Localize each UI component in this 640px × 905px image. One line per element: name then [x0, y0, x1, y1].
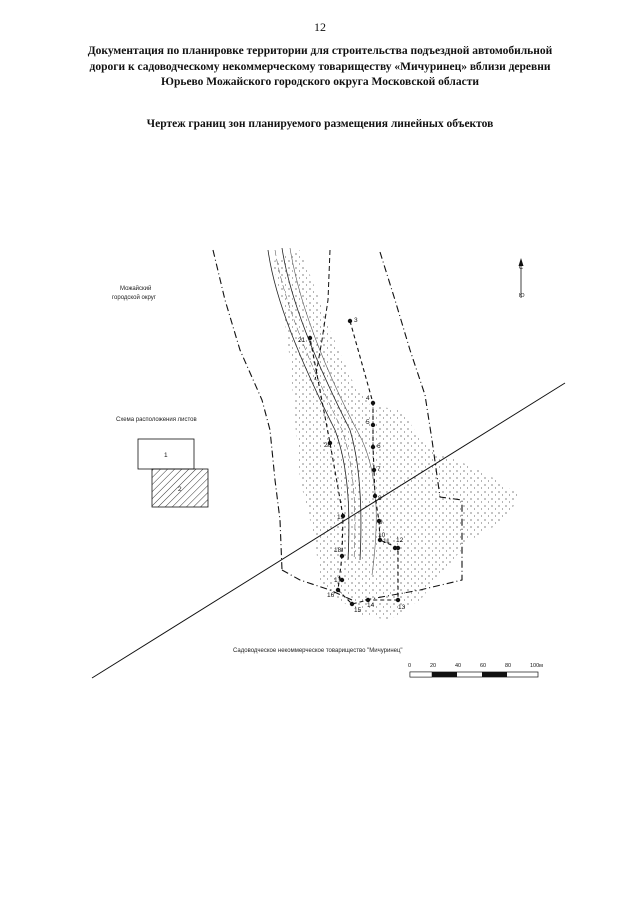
svg-text:17: 17	[334, 577, 342, 584]
title-line-1: Документация по планировке территории дл…	[87, 45, 553, 57]
svg-text:18: 18	[334, 547, 342, 554]
svg-text:20: 20	[430, 663, 436, 669]
red-line-chain	[309, 320, 399, 605]
svg-text:0: 0	[408, 663, 411, 669]
svg-text:5: 5	[366, 419, 370, 426]
terrain-zone	[272, 250, 520, 620]
svg-text:15: 15	[354, 607, 362, 614]
snt-label: Садоводческое некоммерческое товариществ…	[233, 648, 403, 654]
svg-text:11: 11	[383, 538, 390, 545]
north-arrow-icon: С Ю	[518, 258, 525, 299]
boundary-points	[307, 318, 401, 607]
svg-text:14: 14	[367, 602, 375, 609]
svg-text:6: 6	[377, 443, 381, 450]
svg-text:60: 60	[480, 663, 486, 669]
svg-text:20: 20	[324, 442, 332, 449]
title-line-3: Юрьево Можайского городского округа Моск…	[161, 76, 479, 88]
planning-zone-right-boundary	[364, 251, 463, 601]
document-title: Документация по планировке территории дл…	[60, 44, 580, 91]
title-line-2: дороги к садоводческому некоммерческому …	[89, 60, 551, 73]
svg-text:21: 21	[298, 337, 306, 344]
svg-text:3: 3	[354, 317, 358, 324]
sheet-1-label: 1	[164, 452, 168, 459]
sheet-2-box	[151, 468, 209, 508]
svg-text:80: 80	[505, 663, 511, 669]
svg-text:40: 40	[455, 663, 461, 669]
svg-text:9: 9	[379, 519, 383, 526]
planning-zone-bottom-boundary	[281, 569, 353, 601]
svg-text:16: 16	[327, 592, 335, 599]
road-edge-left	[267, 249, 350, 561]
page-number: 12	[314, 20, 326, 34]
snt-boundary	[314, 249, 331, 381]
scale-bar: 0 20 40 60 80 100м	[408, 663, 543, 678]
road-edge-right	[281, 247, 362, 561]
svg-text:12: 12	[396, 537, 404, 544]
svg-text:13: 13	[398, 604, 406, 611]
sheet-scheme-label: Схема расположения листов	[116, 417, 197, 423]
road-side-line	[289, 247, 377, 576]
svg-text:10: 10	[378, 532, 386, 539]
svg-text:Ю: Ю	[519, 293, 525, 299]
svg-text:8: 8	[378, 495, 382, 502]
svg-text:С: С	[519, 265, 523, 271]
planning-zone-left-boundary	[212, 249, 283, 571]
road-centerline	[274, 249, 356, 561]
svg-text:100м: 100м	[530, 663, 543, 669]
point-labels: 3 4 5 6 7 8 9 10 11 12 13 14 15 16 17 18…	[298, 317, 406, 614]
drawing-title: Чертеж границ зон планируемого размещени…	[146, 118, 494, 130]
district-label-line1: Можайский	[120, 285, 151, 292]
svg-text:7: 7	[377, 466, 381, 473]
district-label-line2: городской округ	[112, 294, 157, 301]
svg-text:19: 19	[337, 514, 345, 521]
sheet-2-label: 2	[178, 486, 182, 493]
svg-text:4: 4	[366, 395, 370, 402]
